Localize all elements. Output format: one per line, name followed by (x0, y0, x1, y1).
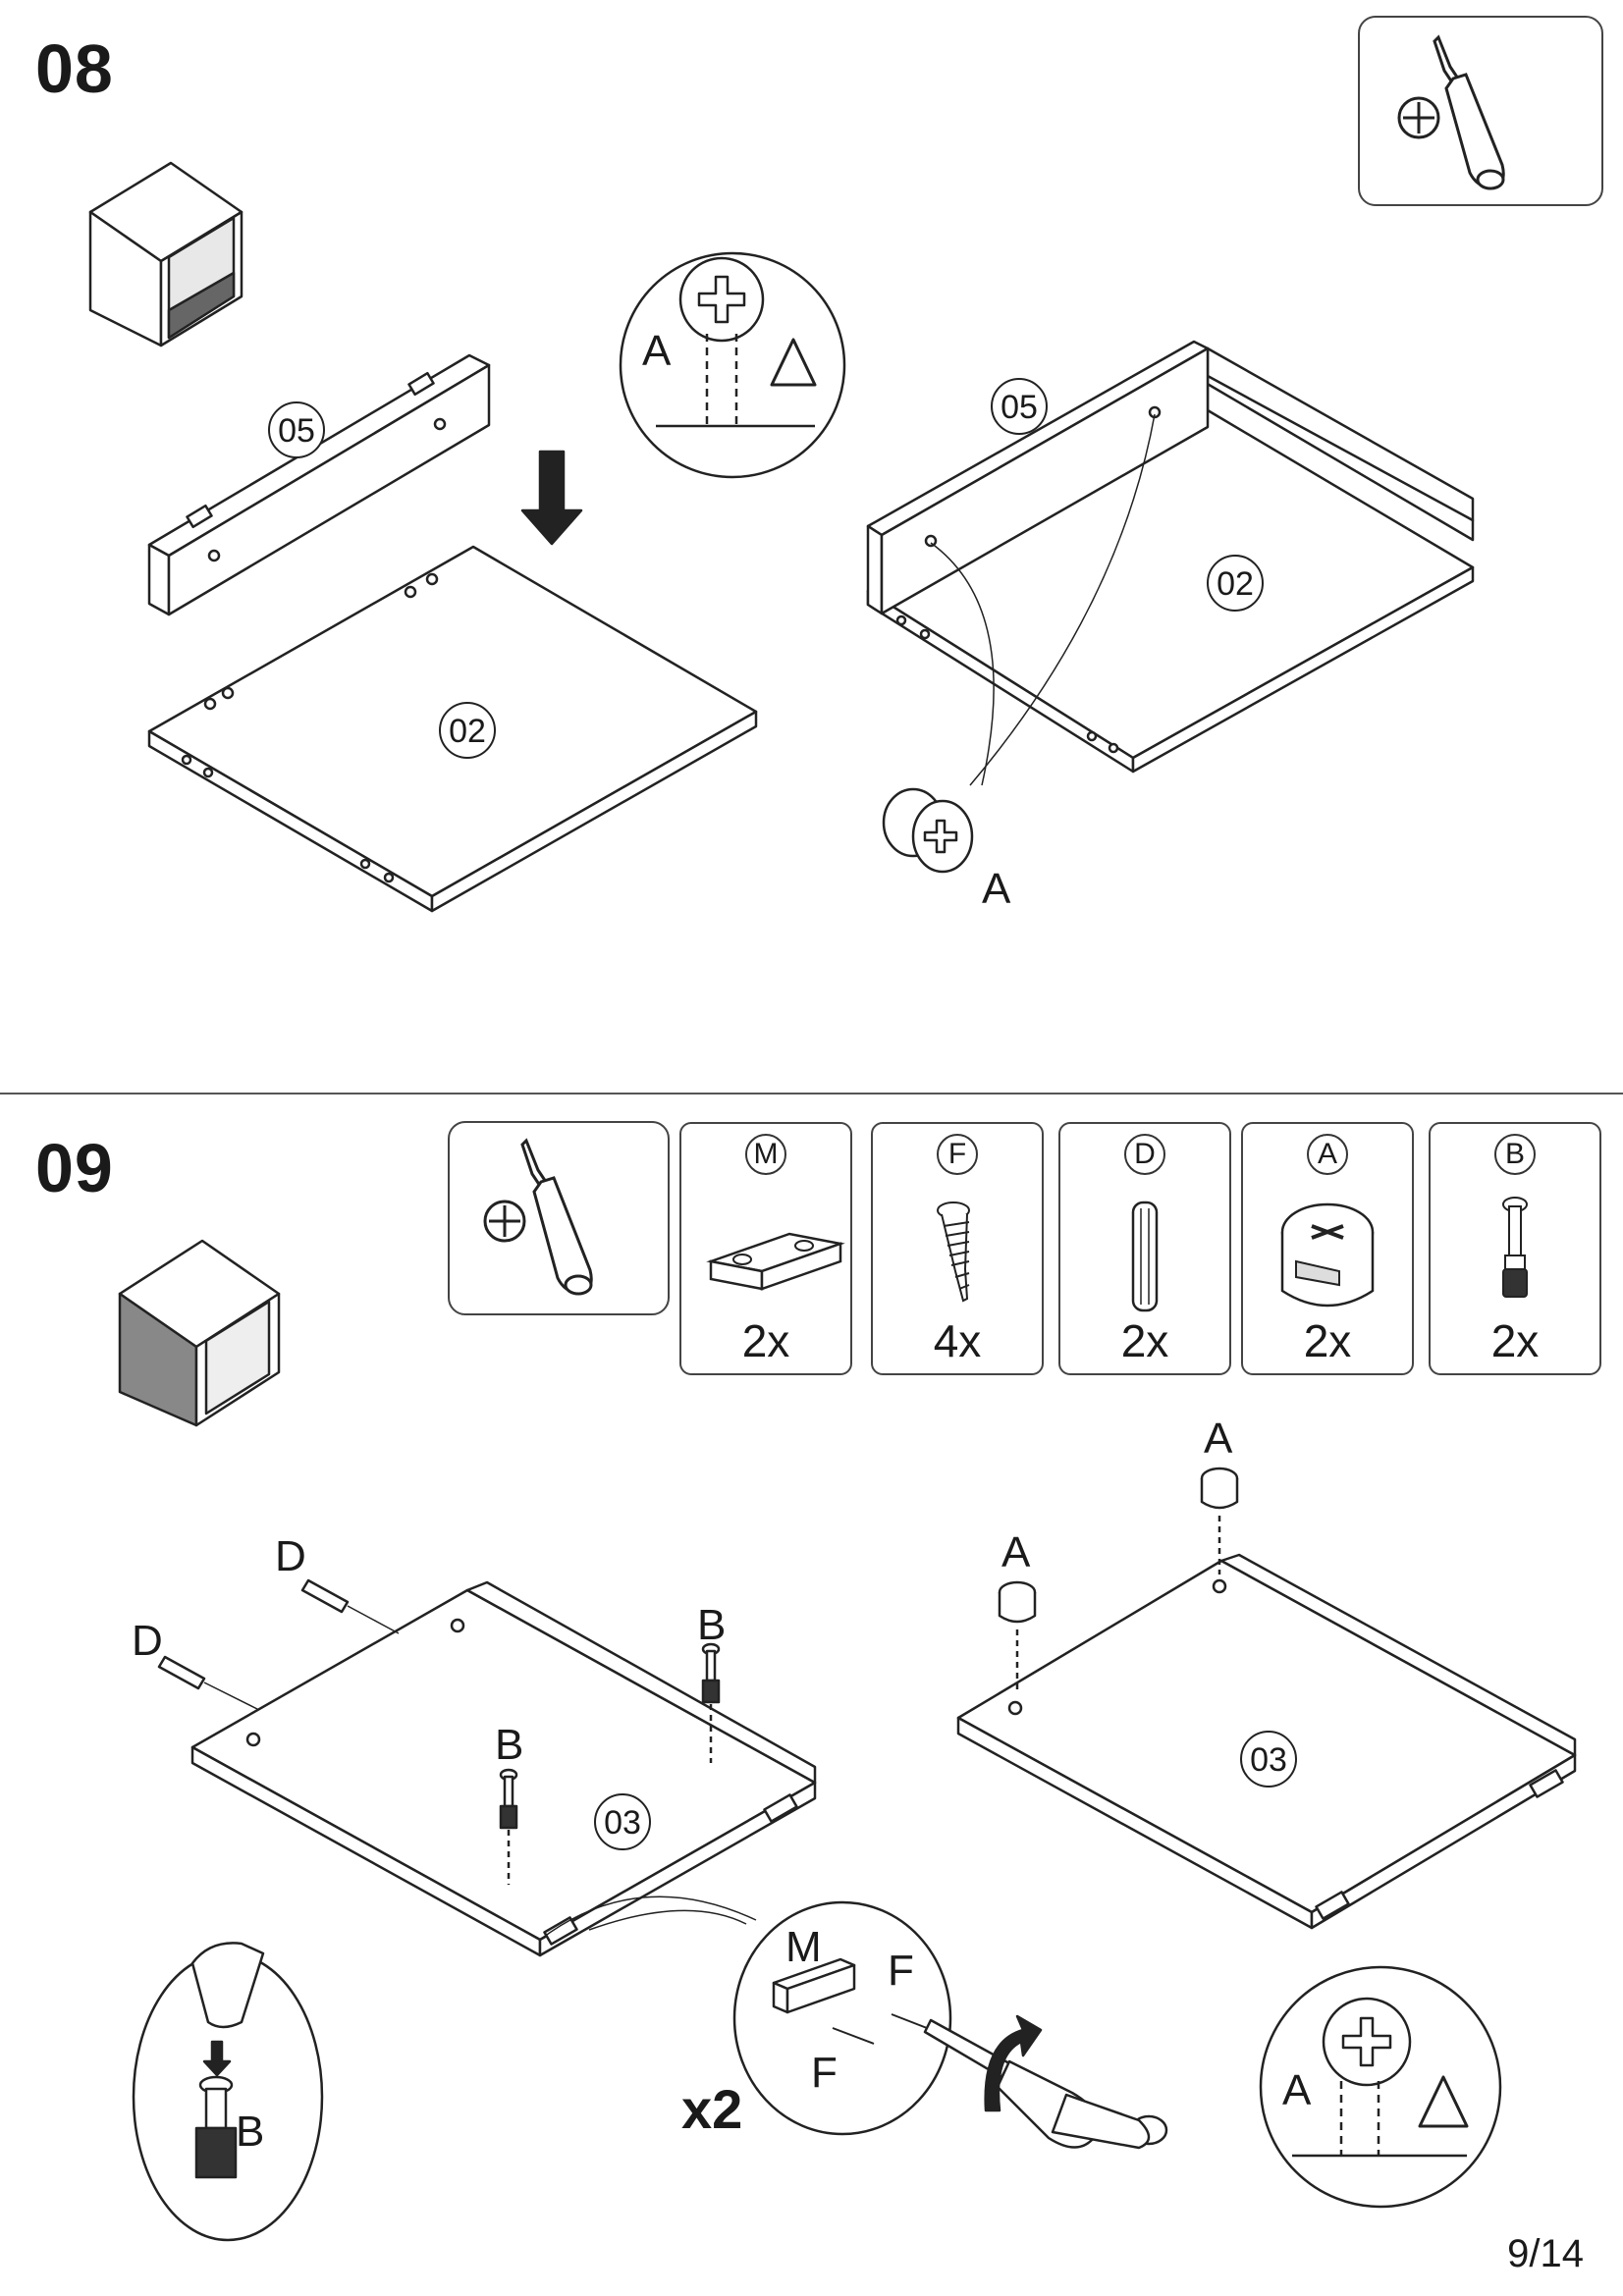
dowel-icon (1131, 1201, 1159, 1312)
label-a-detail-09: A (1282, 2066, 1312, 2114)
label-05-left: 05 (278, 412, 315, 450)
label-m-zoom: M (785, 1923, 822, 1971)
part-count: 2x (741, 1315, 790, 1366)
part-box-f: F 4x (871, 1122, 1044, 1375)
label-a-detail-08: A (642, 327, 672, 375)
section-divider (0, 1093, 1623, 1095)
part-code: F (937, 1134, 978, 1175)
label-b-2: B (495, 1721, 523, 1769)
screwdriver-icon (483, 1138, 593, 1296)
part-count: 4x (933, 1315, 982, 1366)
cam-lock-08 (882, 787, 974, 874)
label-a-cam-2: A (1204, 1415, 1233, 1463)
cam-lock-icon (1280, 1202, 1375, 1308)
warning-icon (770, 338, 817, 387)
page-number: 9/14 (1507, 2232, 1584, 2275)
label-f-zoom-2: F (811, 2049, 838, 2097)
rail-05-left (147, 353, 491, 616)
label-a-cam-1: A (1001, 1528, 1031, 1576)
tool-box-09 (448, 1121, 670, 1315)
part-box-b: B 2x (1429, 1122, 1601, 1375)
label-f-zoom-1: F (888, 1947, 914, 1995)
detail-circle-09 (1259, 1965, 1502, 2209)
label-d-1: D (275, 1532, 306, 1580)
screwdriver-icon (1397, 34, 1505, 190)
cabinet-thumbnail-09 (118, 1239, 281, 1427)
label-x2: x2 (681, 2078, 742, 2140)
part-count: 2x (1490, 1315, 1540, 1366)
zoom-circle-connector (539, 1896, 952, 2136)
arrow-down-icon (202, 2040, 232, 2077)
zoom-circle-bolt (132, 1942, 324, 2242)
part-code: B (1494, 1134, 1536, 1175)
screw-icon (937, 1201, 970, 1303)
rotate-arrow-icon (984, 2014, 1043, 2112)
label-02-right: 02 (1217, 565, 1254, 603)
step-09-number: 09 (35, 1130, 114, 1206)
dowel-d-2 (157, 1655, 260, 1711)
arrow-down-icon (520, 450, 583, 546)
part-code: M (745, 1134, 786, 1175)
label-a-cam-08: A (982, 865, 1011, 913)
part-box-d: D 2x (1058, 1122, 1231, 1375)
tool-box-08 (1358, 16, 1603, 206)
label-05-right: 05 (1001, 389, 1038, 426)
cabinet-thumbnail-08 (88, 161, 243, 347)
cam-lock-a-2 (1200, 1467, 1239, 1575)
cam-lock-a-1 (998, 1580, 1037, 1692)
cam-bolt-b-2 (499, 1768, 518, 1885)
label-d-2: D (132, 1617, 163, 1665)
dowel-d-1 (300, 1578, 400, 1634)
cam-bolt-icon (1502, 1197, 1528, 1298)
step-08-number: 08 (35, 30, 114, 107)
cam-bolt-b-1 (701, 1642, 721, 1763)
detail-circle-08 (619, 251, 846, 479)
label-02-left: 02 (449, 713, 486, 750)
part-code: D (1124, 1134, 1165, 1175)
board-03-left (190, 1580, 817, 1957)
part-count: 2x (1120, 1315, 1169, 1366)
warning-icon (1418, 2075, 1469, 2128)
label-03-left: 03 (604, 1804, 641, 1842)
screwdriver-icon (923, 2018, 1168, 2150)
assembly-08-right (866, 340, 1475, 774)
part-box-m: M 2x (679, 1122, 852, 1375)
part-code: A (1307, 1134, 1348, 1175)
part-count: 2x (1303, 1315, 1352, 1366)
connector-plate-icon (706, 1232, 845, 1291)
label-b-1: B (697, 1601, 726, 1649)
label-b-zoom: B (236, 2108, 264, 2156)
label-03-right: 03 (1250, 1741, 1287, 1779)
part-box-a: A 2x (1241, 1122, 1414, 1375)
